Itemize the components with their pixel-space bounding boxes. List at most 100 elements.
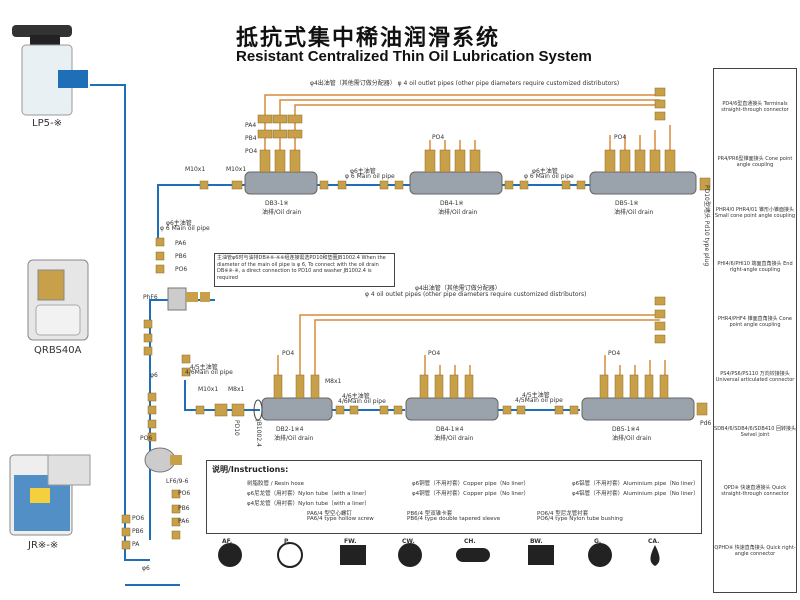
panel-item-8: QPD※ 快速直通接头 Quick straight-through conne… bbox=[721, 485, 789, 497]
top-m10x1: M10x1 bbox=[185, 166, 206, 173]
fittings-catalog-panel: PD4/6型直通接头 Terminals straight-through co… bbox=[713, 68, 797, 593]
fit-pd6: Pd6 bbox=[700, 420, 712, 427]
washer-jb bbox=[253, 399, 263, 421]
instr-pa-cn: PA6/4 型空心螺钉 bbox=[307, 511, 352, 517]
panel-item-5: PHR4/PHF4 锥面直角接头 Cone point angle coupli… bbox=[718, 316, 792, 328]
top-main-pipe-a-en: φ 6 Main oil pipe bbox=[345, 173, 395, 180]
bottom-brass-fittings bbox=[121, 237, 708, 550]
icon-label-bw: BW. bbox=[530, 538, 543, 545]
instr-alu4: φ4铝管（不用衬套）Aluminium pipe（No liner） bbox=[572, 491, 699, 497]
fit-pb6-c: PB6 bbox=[178, 505, 190, 512]
bottom-left-main-en: 4/6Main oil pipe bbox=[185, 369, 233, 376]
top-m10x1-b: M10x1 bbox=[226, 166, 247, 173]
distributor-db4-b bbox=[405, 397, 499, 421]
bottom-main-pipe-b: 4/5主油管 bbox=[522, 392, 550, 399]
top-main-pipe-b: φ6主油管 bbox=[532, 168, 558, 175]
fit-ph6: PhF6 bbox=[143, 294, 158, 301]
top-left-main-en: φ 6 Main oil pipe bbox=[160, 225, 210, 232]
top-drain2: 油排/Oil drain bbox=[438, 209, 478, 216]
pd10-plug-label: PD10型堵头 Pd10 type plug bbox=[703, 185, 710, 267]
bottom-m10x1: M10x1 bbox=[198, 386, 219, 393]
pump-label-jr: JR※-※ bbox=[28, 540, 59, 551]
fit-po6-c: PO6 bbox=[178, 490, 191, 497]
panel-item-9: QPHD※ 快速直角接头 Quick right-angle connector bbox=[714, 545, 796, 557]
distributor-db5 bbox=[589, 171, 697, 195]
ca-drop-icon bbox=[650, 545, 660, 566]
bottom-main-pipe-a: 4/6主油管 bbox=[342, 393, 370, 400]
pump-label-qrbs40a: QRBS40A bbox=[34, 345, 82, 356]
fit-pb4: PB4 bbox=[245, 135, 257, 142]
bw-icon bbox=[528, 545, 554, 565]
instr-po-en: PO6/4 type Nylon tube bushing bbox=[537, 516, 623, 522]
bottom-dist3-label: DB5-1※4 bbox=[612, 426, 640, 433]
instr-pa-en: PA6/4 type hollow screw bbox=[307, 516, 374, 522]
main-pipe-left-vertical bbox=[90, 84, 150, 561]
fit-po4-top: PO4 bbox=[245, 148, 258, 155]
cw-icon bbox=[398, 543, 422, 567]
fit-pa-d: PA bbox=[132, 541, 140, 548]
main-pipe-branch bbox=[149, 299, 175, 520]
icon-label-p: P. bbox=[284, 538, 290, 545]
main-pipe-top-feed bbox=[157, 184, 245, 240]
fit-pa6-c: PA6 bbox=[178, 518, 190, 525]
fit-pb6-d: PB6 bbox=[132, 528, 144, 535]
bottom-drain1: 油排/Oil drain bbox=[274, 435, 314, 442]
pump-jr bbox=[9, 454, 91, 536]
panel-item-7: SDB4/6/SDB4/6/SDB410 回转接头 Swivel joint bbox=[714, 426, 796, 438]
bottom-dist1-label: DB2-1※4 bbox=[276, 426, 304, 433]
bottom-outlet-note-en: φ 4 oil outlet pipes (other pipe diamete… bbox=[365, 291, 587, 298]
fit-po6-a: PO6 bbox=[175, 266, 188, 273]
fit-po6-b: PO6 bbox=[140, 435, 153, 442]
top-dist3-label: DB5-1※ bbox=[615, 200, 639, 207]
fit-phi6: φ6 bbox=[150, 372, 158, 379]
title-chinese: 抵抗式集中稀油润滑系统 bbox=[236, 26, 501, 51]
lf-fitting bbox=[144, 447, 182, 473]
panel-item-1: PD4/6型直通接头 Terminals straight-through co… bbox=[721, 101, 789, 113]
fit-pa4: PA4 bbox=[245, 122, 257, 129]
pump-lp5 bbox=[12, 25, 88, 116]
distributor-db4 bbox=[409, 171, 503, 195]
instructions-title: 说明/Instructions: bbox=[212, 465, 289, 474]
instr-po-cn: PO6/4 型尼龙管衬套 bbox=[537, 511, 589, 517]
top-distributors bbox=[244, 171, 697, 195]
instr-pb-cn: PB6/4 型双锥卡套 bbox=[407, 511, 453, 517]
tee-fitting bbox=[167, 287, 210, 311]
panel-item-6: PS4/PS6/PS110 万向铰接接头 Universal articulat… bbox=[715, 371, 795, 383]
p-pressure-icon bbox=[277, 542, 303, 568]
instr-pb-en: PB6/4 type double tapered sleeve bbox=[407, 516, 501, 522]
fit-po4-top3: PO4 bbox=[614, 134, 627, 141]
fit-po6-d: PO6 bbox=[132, 515, 145, 522]
pump-label-lp5: LP5-※ bbox=[32, 118, 62, 129]
icon-label-cw: CW. bbox=[402, 538, 415, 545]
icon-label-ca: CA. bbox=[648, 538, 660, 545]
ch-chain-icon bbox=[456, 548, 490, 562]
bottom-icons bbox=[218, 542, 660, 568]
icon-label-g: G. bbox=[594, 538, 602, 545]
fit-lf: LF6/9-6 bbox=[166, 478, 189, 485]
panel-item-4: PHI4/6/PHI10 端面直角接头 End right-angle coup… bbox=[717, 261, 793, 273]
bottom-drain3: 油排/Oil drain bbox=[612, 435, 652, 442]
bottom-m8x1: M8x1 bbox=[228, 386, 245, 393]
top-outlet-note: φ4出油管（其他需订做分配器） φ 4 oil outlet pipes (ot… bbox=[310, 80, 620, 87]
fit-po4-bottom3: PO4 bbox=[608, 350, 621, 357]
distributor-db5-b bbox=[581, 397, 695, 421]
fit-pa6-a: PA6 bbox=[175, 240, 187, 247]
bottom-dist2-label: DB4-1※4 bbox=[436, 426, 464, 433]
instr-copper4: φ4铜管（不用衬套）Copper pipe（No liner） bbox=[412, 491, 530, 497]
bottom-main-pipe-a-en: 4/6Main oil pipe bbox=[338, 398, 386, 405]
panel-item-3: PHR4/0 PHR4/01 锥形小锥面接头 Small cone point … bbox=[714, 207, 796, 219]
top-main-pipe-b-en: φ 6 Main oil pipe bbox=[524, 173, 574, 180]
top-drain3: 油排/Oil drain bbox=[614, 209, 654, 216]
distributor-db3 bbox=[244, 171, 318, 195]
fit-po4-bottom2: PO4 bbox=[428, 350, 441, 357]
instructions-box: 说明/Instructions: 树脂胶管 / Resin hose φ6尼龙管… bbox=[206, 460, 702, 534]
fit-po4-top2: PO4 bbox=[432, 134, 445, 141]
bottom-m8x1-b: M8x1 bbox=[325, 378, 342, 385]
fit-phi6-b: φ6 bbox=[142, 565, 150, 572]
top-left-main: φ6主油管 bbox=[166, 220, 192, 227]
fit-po4-bottom: PO4 bbox=[282, 350, 295, 357]
bottom-main-pipe-b-en: 4/5Main oil pipe bbox=[515, 397, 563, 404]
icon-label-fw: FW. bbox=[344, 538, 357, 545]
connection-note-box: 主油管φ6时与油排DB※※-※※组连接需选PD10和垫圈JB1002.4 Whe… bbox=[214, 253, 395, 287]
